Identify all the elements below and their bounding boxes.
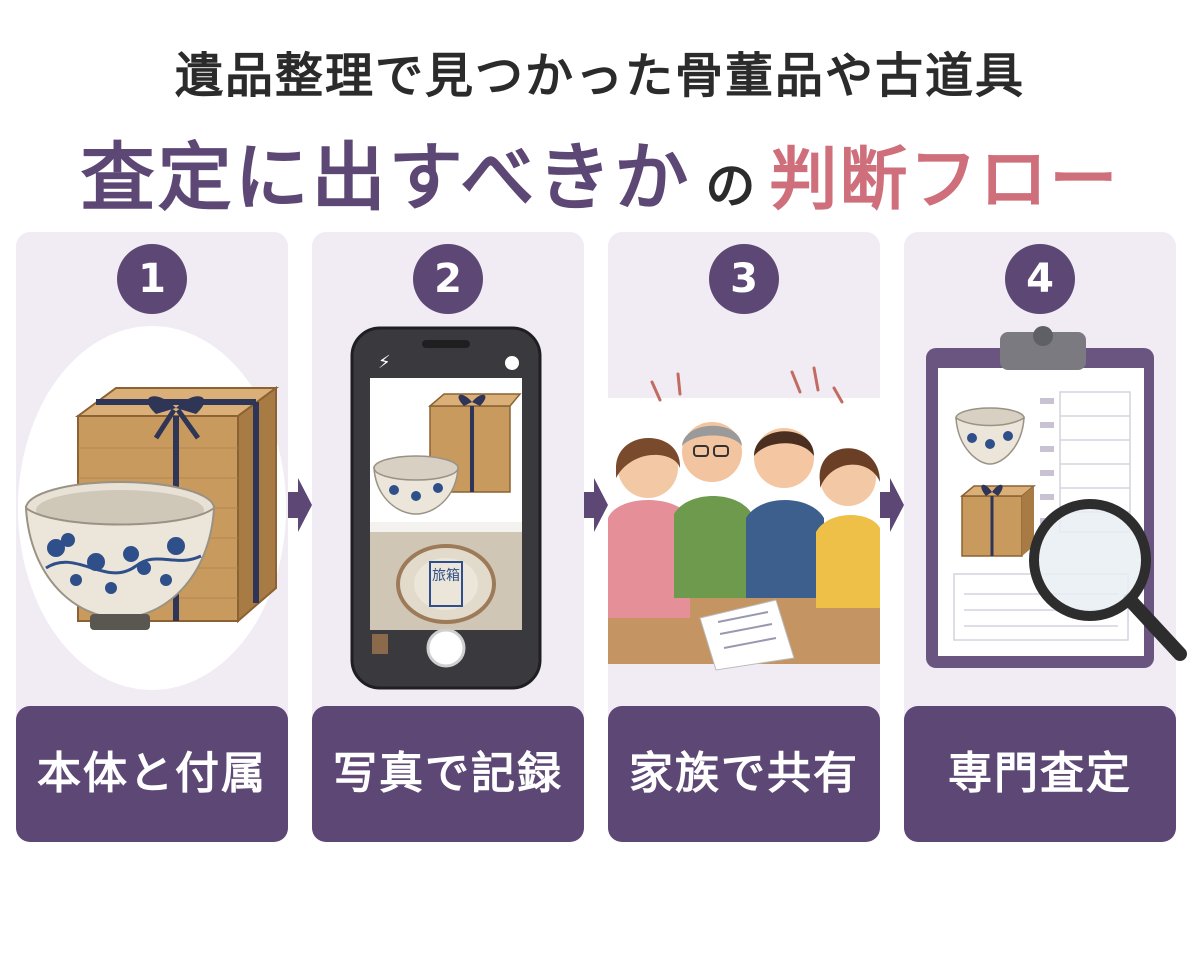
step-number-3: 3 — [709, 244, 779, 314]
seal-text: 旅箱 — [432, 568, 460, 584]
step-label-4: 専門査定 — [904, 706, 1176, 842]
arrow-right-icon — [880, 478, 904, 532]
step-label-2: 写真で記録 — [312, 706, 584, 842]
smartphone-photo-illustration: ⚡ 旅箱 — [350, 326, 542, 690]
camera-switch-icon — [505, 356, 519, 370]
step-number-4: 4 — [1005, 244, 1075, 314]
title-main: 査定に出すべきか — [80, 135, 692, 221]
step-number-1: 1 — [117, 244, 187, 314]
arrow-right-icon — [584, 478, 608, 532]
step-number-2: 2 — [413, 244, 483, 314]
arrow-right-icon — [288, 478, 312, 532]
step-label-1: 本体と付属品 — [16, 706, 288, 935]
shutter-button-icon — [426, 628, 466, 668]
step-label-3: 家族で共有 — [608, 706, 880, 842]
family-discussion-illustration — [608, 366, 880, 671]
title-line-2: 査定に出すべきかの判断フロー — [0, 118, 1200, 225]
title-accent: 判断フロー — [769, 141, 1120, 220]
tea-bowl-box-illustration — [18, 326, 286, 690]
title-line-1: 遺品整理で見つかった骨董品や古道具 — [174, 48, 1025, 104]
title-particle: の — [705, 157, 756, 215]
clipboard-appraisal-illustration — [926, 326, 1187, 668]
flash-icon: ⚡ — [378, 352, 391, 373]
magnifier-icon — [1029, 499, 1151, 621]
